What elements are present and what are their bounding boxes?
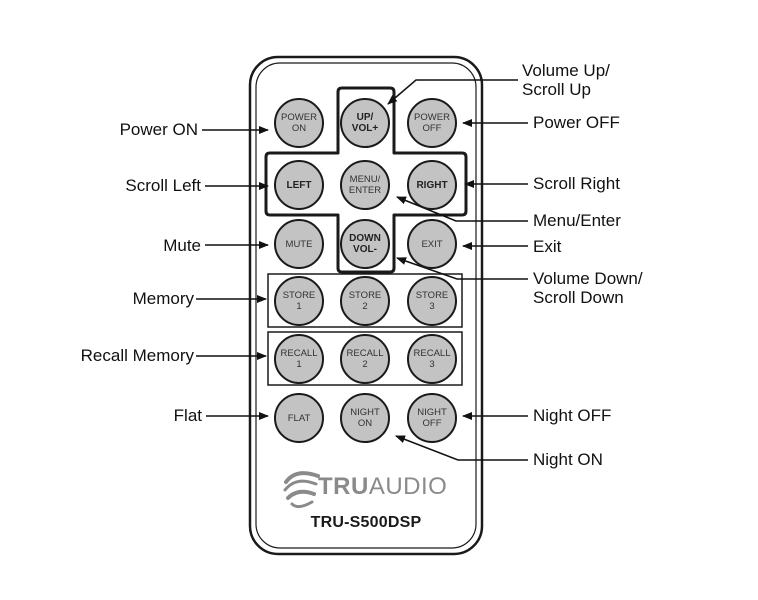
left-label: LEFT: [286, 179, 312, 191]
truaudio-logo-mark: [283, 471, 320, 509]
callout-volume-down: Volume Down/ Scroll Down: [533, 269, 643, 307]
store-2-label: STORE 2: [348, 290, 382, 312]
callout-scroll-right: Scroll Right: [533, 174, 620, 193]
callout-power-off: Power OFF: [533, 113, 620, 132]
callout-night-off: Night OFF: [533, 406, 612, 425]
recall-1-button[interactable]: RECALL 1: [274, 334, 324, 384]
flat-button[interactable]: FLAT: [274, 393, 324, 443]
remote-inner-outline: [255, 62, 477, 549]
power-off-label: POWER OFF: [414, 112, 450, 134]
right-button[interactable]: RIGHT: [407, 160, 457, 210]
left-button[interactable]: LEFT: [274, 160, 324, 210]
exit-label: EXIT: [421, 238, 443, 250]
callout-mute: Mute: [163, 236, 201, 255]
store-1-button[interactable]: STORE 1: [274, 276, 324, 326]
callout-night-on: Night ON: [533, 450, 603, 469]
callout-scroll-left: Scroll Left: [125, 176, 201, 195]
recall-3-button[interactable]: RECALL 3: [407, 334, 457, 384]
power-on-label: POWER ON: [281, 112, 317, 134]
recall-2-button[interactable]: RECALL 2: [340, 334, 390, 384]
exit-button[interactable]: EXIT: [407, 219, 457, 269]
arrow-volume-down: [396, 257, 528, 280]
remote-outer-outline: [248, 55, 484, 556]
brand-tru: TRU: [318, 473, 369, 500]
recall-group-box: [267, 331, 463, 386]
mute-label: MUTE: [285, 238, 313, 250]
recall-2-label: RECALL 2: [346, 348, 384, 370]
callout-menu-enter: Menu/Enter: [533, 211, 621, 230]
menu-enter-label: MENU/ ENTER: [348, 174, 382, 196]
power-on-button[interactable]: POWER ON: [274, 98, 324, 148]
power-off-button[interactable]: POWER OFF: [407, 98, 457, 148]
night-on-button[interactable]: NIGHT ON: [340, 393, 390, 443]
callout-power-on: Power ON: [119, 120, 198, 139]
up-vol-button[interactable]: UP/ VOL+: [340, 98, 390, 148]
nav-cross-outline: [264, 86, 468, 274]
recall-3-label: RECALL 3: [413, 348, 451, 370]
arrow-volume-up: [387, 79, 518, 105]
memory-group-box: [267, 273, 463, 328]
callout-volume-up: Volume Up/ Scroll Up: [522, 61, 610, 99]
brand-audio: AUDIO: [368, 473, 448, 500]
night-off-button[interactable]: NIGHT OFF: [407, 393, 457, 443]
menu-enter-button[interactable]: MENU/ ENTER: [340, 160, 390, 210]
down-vol-label: DOWN VOL-: [349, 233, 381, 255]
mute-button[interactable]: MUTE: [274, 219, 324, 269]
arrow-night-on: [395, 435, 528, 461]
right-label: RIGHT: [416, 179, 448, 191]
store-3-button[interactable]: STORE 3: [407, 276, 457, 326]
brand-wordmark: TRUAUDIO: [318, 473, 447, 501]
callout-exit: Exit: [533, 237, 562, 256]
model-number: TRU-S500DSP: [310, 514, 422, 531]
callout-memory: Memory: [132, 289, 194, 308]
flat-label: FLAT: [287, 412, 311, 424]
recall-1-label: RECALL 1: [280, 348, 318, 370]
store-3-label: STORE 3: [415, 290, 449, 312]
night-off-label: NIGHT OFF: [417, 407, 447, 429]
down-vol-button[interactable]: DOWN VOL-: [340, 219, 390, 269]
callout-flat: Flat: [173, 406, 202, 425]
store-2-button[interactable]: STORE 2: [340, 276, 390, 326]
up-vol-label: UP/ VOL+: [351, 112, 379, 134]
callout-recall-memory: Recall Memory: [80, 346, 194, 365]
store-1-label: STORE 1: [282, 290, 316, 312]
night-on-label: NIGHT ON: [350, 407, 380, 429]
